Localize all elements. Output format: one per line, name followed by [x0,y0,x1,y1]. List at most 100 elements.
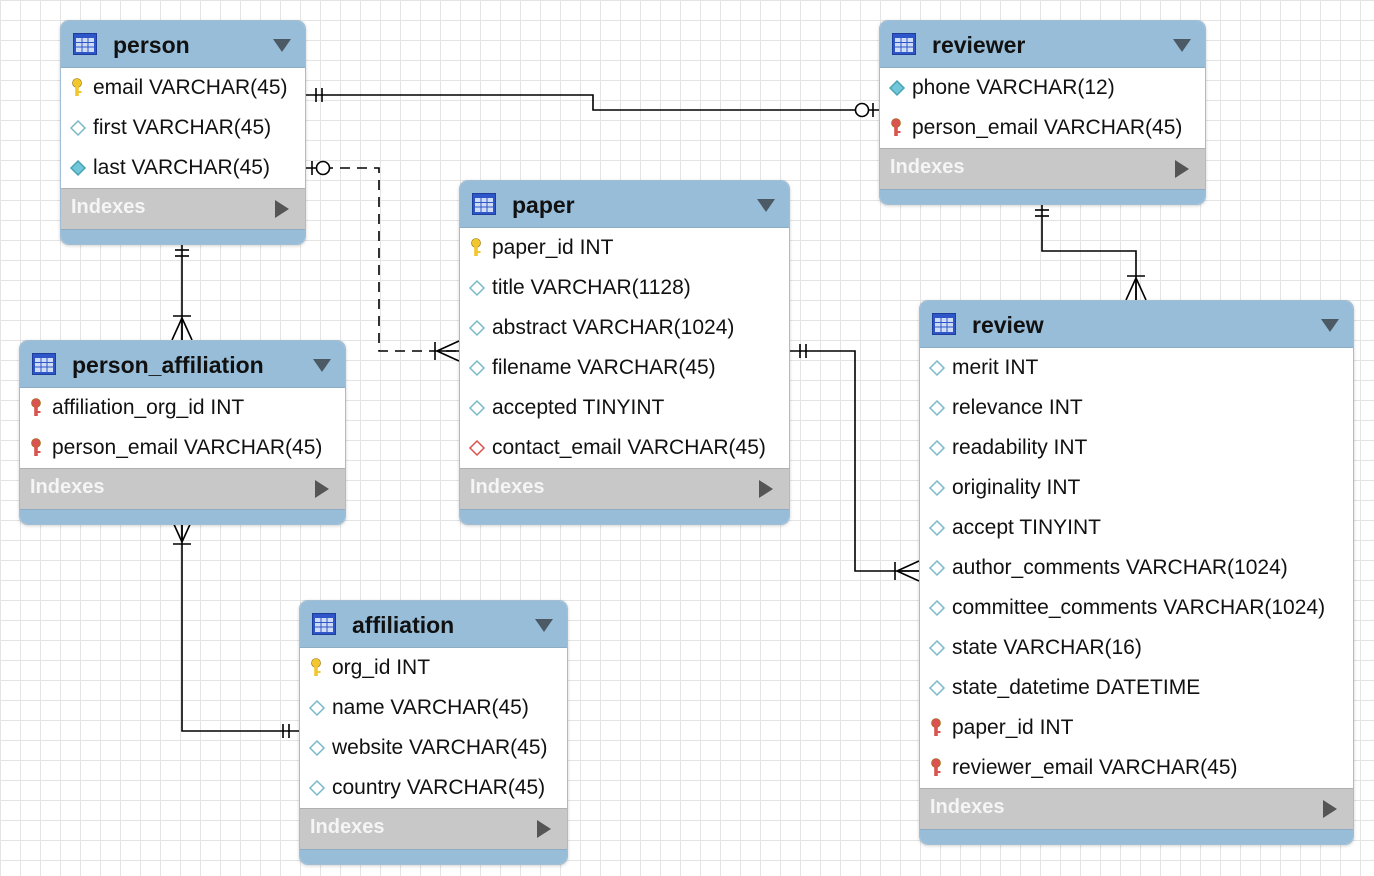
collapse-arrow-icon[interactable] [1173,39,1191,52]
table-paper[interactable]: paper paper_id INT title VARCHAR(1128)abst… [459,180,790,525]
table-column[interactable]: originality INT [920,468,1353,508]
table-column[interactable]: phone VARCHAR(12) [880,68,1205,108]
column-label: accepted TINYINT [492,396,665,419]
column-label: contact_email VARCHAR(45) [492,436,766,459]
table-column[interactable]: org_id INT [300,648,567,688]
table-icon [312,613,336,635]
table-column[interactable]: paper_id INT [460,228,789,268]
table-icon [73,33,97,55]
column-icon [308,738,326,758]
indexes-section[interactable]: Indexes [920,788,1353,829]
table-column[interactable]: accept TINYINT [920,508,1353,548]
column-label: committee_comments VARCHAR(1024) [952,596,1326,619]
table-column[interactable]: first VARCHAR(45) [61,108,305,148]
foreign-key-icon [28,398,46,418]
column-label: affiliation_org_id INT [52,396,245,419]
indexes-section[interactable]: Indexes [460,468,789,509]
table-column[interactable]: name VARCHAR(45) [300,688,567,728]
expand-arrow-icon[interactable] [275,200,289,218]
crows-foot-mark [171,317,183,341]
indexes-label: Indexes [310,816,385,838]
table-column[interactable]: accepted TINYINT [460,388,789,428]
table-header[interactable]: person_affiliation [20,341,345,388]
expand-arrow-icon[interactable] [315,480,329,498]
collapse-arrow-icon[interactable] [1321,319,1339,332]
indexes-label: Indexes [30,476,105,498]
column-label: paper_id INT [492,236,614,259]
table-footer [300,849,567,864]
foreign-key-icon [928,718,946,738]
table-column[interactable]: merit INT [920,348,1353,388]
table-column[interactable]: email VARCHAR(45) [61,68,305,108]
table-column[interactable]: title VARCHAR(1128) [460,268,789,308]
collapse-arrow-icon[interactable] [273,39,291,52]
expand-arrow-icon[interactable] [537,820,551,838]
table-header[interactable]: paper [460,181,789,228]
table-column[interactable]: state_datetime DATETIME [920,668,1353,708]
table-header[interactable]: affiliation [300,601,567,648]
foreign-column-icon [468,438,486,458]
table-header[interactable]: person [61,21,305,68]
table-column[interactable]: contact_email VARCHAR(45) [460,428,789,468]
relationship-person-reviewer[interactable] [306,94,879,111]
expand-arrow-icon[interactable] [759,480,773,498]
column-label: person_email VARCHAR(45) [912,116,1183,139]
table-header[interactable]: review [920,301,1353,348]
indexes-section[interactable]: Indexes [880,148,1205,189]
column-label: phone VARCHAR(12) [912,76,1115,99]
column-icon [468,278,486,298]
table-reviewer[interactable]: reviewer phone VARCHAR(12) person_email VA… [879,20,1206,205]
collapse-arrow-icon[interactable] [535,619,553,632]
column-icon [928,478,946,498]
relationship-affiliation-person-affiliation[interactable] [181,520,299,732]
table-icon [932,313,956,335]
column-icon [468,358,486,378]
table-person-affiliation[interactable]: person_affiliation affiliation_org_id INT… [19,340,346,525]
expand-arrow-icon[interactable] [1323,800,1337,818]
table-column[interactable]: last VARCHAR(45) [61,148,305,188]
table-column[interactable]: state VARCHAR(16) [920,628,1353,668]
expand-arrow-icon[interactable] [1175,160,1189,178]
table-column[interactable]: readability INT [920,428,1353,468]
column-label: reviewer_email VARCHAR(45) [952,756,1238,779]
column-label: state_datetime DATETIME [952,676,1201,699]
table-column[interactable]: author_comments VARCHAR(1024) [920,548,1353,588]
relationship-reviewer-review[interactable] [1041,200,1137,300]
indexes-section[interactable]: Indexes [20,468,345,509]
column-label: org_id INT [332,656,431,679]
indexes-label: Indexes [71,196,146,218]
table-column[interactable]: abstract VARCHAR(1024) [460,308,789,348]
collapse-arrow-icon[interactable] [757,199,775,212]
column-label: website VARCHAR(45) [332,736,548,759]
table-column[interactable]: affiliation_org_id INT [20,388,345,428]
column-label: relevance INT [952,396,1083,419]
table-column[interactable]: reviewer_email VARCHAR(45) [920,748,1353,788]
crows-foot-mark [436,340,460,352]
column-label: person_email VARCHAR(45) [52,436,323,459]
relationship-person-paper[interactable] [306,167,459,352]
relationship-paper-review[interactable] [790,350,919,572]
table-footer [920,829,1353,844]
table-column[interactable]: filename VARCHAR(45) [460,348,789,388]
table-column[interactable]: paper_id INT [920,708,1353,748]
table-header[interactable]: reviewer [880,21,1205,68]
table-column[interactable]: website VARCHAR(45) [300,728,567,768]
table-column[interactable]: country VARCHAR(45) [300,768,567,808]
foreign-key-icon [28,438,46,458]
column-label: author_comments VARCHAR(1024) [952,556,1288,579]
indexes-section[interactable]: Indexes [61,188,305,229]
collapse-arrow-icon[interactable] [313,359,331,372]
column-icon [468,398,486,418]
table-column[interactable]: committee_comments VARCHAR(1024) [920,588,1353,628]
table-column[interactable]: relevance INT [920,388,1353,428]
column-icon [308,698,326,718]
column-icon [928,358,946,378]
table-column[interactable]: person_email VARCHAR(45) [880,108,1205,148]
table-icon [32,353,56,375]
indexes-label: Indexes [930,796,1005,818]
indexes-section[interactable]: Indexes [300,808,567,849]
table-column[interactable]: person_email VARCHAR(45) [20,428,345,468]
table-affiliation[interactable]: affiliation org_id INT name VARCHAR(45) web… [299,600,568,865]
